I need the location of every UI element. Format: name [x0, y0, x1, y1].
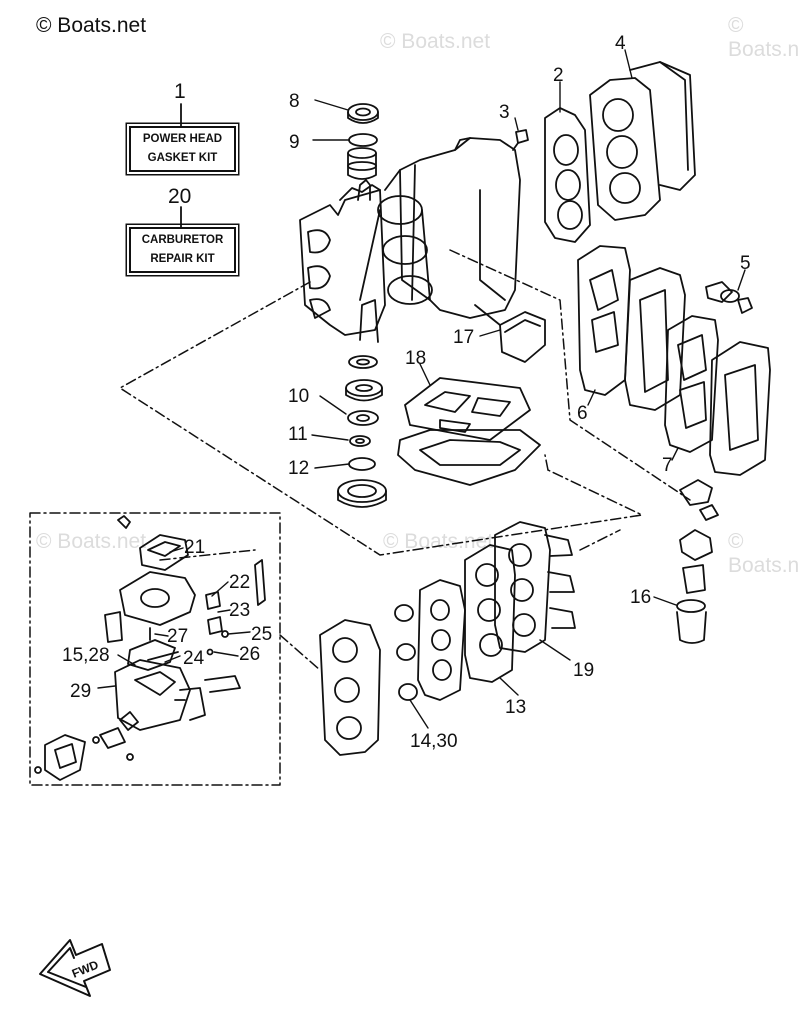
callout-label: 27: [167, 626, 188, 647]
watermark-logo: © Boats.net: [36, 14, 147, 37]
callout-label: 29: [70, 681, 91, 702]
part-2-head-gasket: [544, 107, 591, 243]
part-3-plug: [512, 129, 529, 151]
callout-label: 26: [239, 644, 260, 665]
callout-label: 19: [573, 660, 594, 681]
crankcase-block: [299, 137, 521, 336]
kit-line: CARBURETOR: [141, 234, 224, 246]
part-6-gasket: [577, 245, 631, 396]
part-17-cover: [474, 304, 546, 363]
callout-label: 7: [662, 455, 673, 476]
part-19-reed-valves: [494, 521, 576, 653]
bushing: [347, 147, 377, 180]
watermark-faint: © Boats.net: [728, 530, 800, 577]
callout-label: 9: [289, 132, 300, 153]
crankshaft: [357, 179, 433, 343]
lower-bearing: [345, 355, 383, 402]
callout-label: 25: [251, 624, 272, 645]
kit-line: REPAIR KIT: [150, 253, 215, 265]
part-7-gasket: [664, 315, 719, 453]
kit-ref-number: 1: [174, 80, 186, 103]
kit-line: POWER HEAD: [142, 133, 223, 145]
kit-label-power-head: POWER HEAD GASKET KIT: [129, 126, 236, 172]
part-8-oil-seal: [347, 103, 379, 124]
part-4-cylinder-head: [589, 61, 696, 221]
kit-ref-number: 20: [168, 185, 192, 208]
intake-manifold: [319, 619, 381, 756]
watermark-faint: © Boats.net: [728, 14, 800, 61]
watermark-faint: © Boats.net: [383, 530, 494, 553]
part-9-o-ring: [348, 133, 378, 147]
callout-label: 18: [405, 348, 426, 369]
callout-label: 5: [740, 253, 751, 274]
kit-line: GASKET KIT: [147, 152, 218, 164]
kit-label-carburetor: CARBURETOR REPAIR KIT: [129, 227, 236, 273]
callout-label: 13: [505, 697, 526, 718]
part-14-o-rings: [394, 604, 418, 701]
callout-label: 12: [288, 458, 309, 479]
callout-label: 23: [229, 600, 250, 621]
reed-plate: [417, 579, 466, 701]
callout-label: 16: [630, 587, 651, 608]
carburetor-assembly: [34, 515, 266, 781]
fwd-label: FWD: [70, 957, 101, 980]
callout-label: 17: [453, 327, 474, 348]
callout-label: 11: [288, 424, 308, 445]
watermark-faint: © Boats.net: [36, 530, 147, 553]
callout-label: 15,28: [62, 645, 110, 666]
callout-label: 3: [499, 102, 510, 123]
part-11-oil-seal: [349, 435, 371, 447]
assembly-outline: [29, 249, 691, 786]
callout-label: 4: [615, 33, 626, 54]
part-13-gasket: [464, 544, 516, 683]
watermark-faint: © Boats.net: [380, 30, 491, 53]
callout-label: 2: [553, 65, 564, 86]
lower-seal-housing: [337, 479, 387, 508]
callout-label: 24: [183, 648, 205, 669]
callout-label: 21: [184, 537, 205, 558]
callout-label: 6: [577, 403, 588, 424]
part-10-oil-seal: [347, 410, 379, 426]
callout-layer: 234567891011121314,3015,2816171819212223…: [62, 33, 751, 752]
part-12-o-ring: [348, 457, 376, 471]
part-18-gasket: [397, 377, 541, 486]
part-16-housing: [676, 479, 719, 644]
callout-label: 22: [229, 572, 250, 593]
callout-label: 8: [289, 91, 300, 112]
exhaust-inner-cover: [624, 267, 686, 411]
exhaust-outer-cover: [709, 341, 771, 476]
callout-label: 14,30: [410, 731, 458, 752]
callout-label: 10: [288, 386, 309, 407]
leader-lines: [97, 49, 746, 729]
part-5-thermostat: [705, 281, 753, 314]
fwd-arrow-icon: [39, 939, 111, 997]
